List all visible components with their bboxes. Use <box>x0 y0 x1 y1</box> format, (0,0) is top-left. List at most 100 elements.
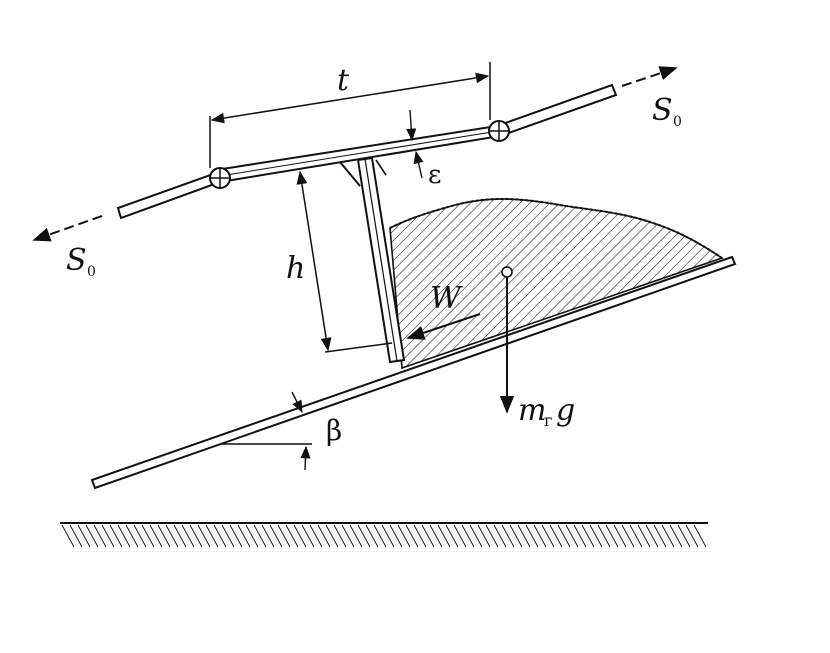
ground-hatch-line <box>477 524 491 548</box>
ground-hatch-line <box>381 524 395 548</box>
label-mg-m: m <box>518 393 546 428</box>
ground-hatch-line <box>341 524 355 548</box>
ground-hatch-line <box>85 524 99 548</box>
ground-hatch-line <box>285 524 299 548</box>
ground-hatch-line <box>365 524 379 548</box>
label-s0-left-sub: 0 <box>87 264 96 280</box>
ground-hatch-line <box>405 524 419 548</box>
resistance-arrow-w <box>406 313 481 340</box>
ground-hatch-line <box>269 524 283 548</box>
ground-hatch-line <box>437 524 451 548</box>
ground-hatch-line <box>485 524 499 548</box>
ground-hatch-line <box>445 524 459 548</box>
tension-arrow-right <box>621 66 678 87</box>
ground-hatch-line <box>109 524 123 548</box>
ground-hatch-line <box>501 524 515 548</box>
ground-hatch-line <box>77 524 91 548</box>
ground-hatch-line <box>229 524 243 548</box>
ground-hatch-line <box>629 524 643 548</box>
ground-hatch-line <box>389 524 403 548</box>
ground-hatch-line <box>173 524 187 548</box>
inclined-trough <box>90 255 737 490</box>
label-s0-left: S <box>66 243 87 278</box>
ground-hatch-line <box>237 524 251 548</box>
ground-hatch-line <box>661 524 675 548</box>
ground-hatch-line <box>93 524 107 548</box>
label-s0-right-sub: 0 <box>673 114 682 130</box>
ground-hatch-line <box>293 524 307 548</box>
label-mg-sub: г <box>544 411 552 430</box>
ground-hatch-line <box>325 524 339 548</box>
ground-hatch-line <box>517 524 531 548</box>
ground-hatch-line <box>461 524 475 548</box>
dimension-h <box>296 170 393 353</box>
ground-hatch-line <box>533 524 547 548</box>
ground-hatch-line <box>205 524 219 548</box>
ground-hatch-line <box>573 524 587 548</box>
ground-hatch-line <box>525 524 539 548</box>
label-h: h <box>286 251 305 286</box>
label-s0-right: S <box>652 93 673 128</box>
ground-hatch-line <box>181 524 195 548</box>
ground-hatch-line <box>429 524 443 548</box>
ground-hatch-line <box>597 524 611 548</box>
ground-hatch-line <box>309 524 323 548</box>
ground-hatch-line <box>189 524 203 548</box>
ground-hatch-line <box>165 524 179 548</box>
gravity-arrow <box>499 266 515 414</box>
ground-hatch-line <box>149 524 163 548</box>
ground-hatch-line <box>605 524 619 548</box>
ground-hatch-line <box>669 524 683 548</box>
ground-hatch-line <box>693 524 707 548</box>
dimension-t <box>209 62 491 168</box>
ground-hatch-line <box>589 524 603 548</box>
ground-hatch-line <box>373 524 387 548</box>
ground-hatch-line <box>613 524 627 548</box>
ground-hatch-line <box>277 524 291 548</box>
ground-hatch-line <box>333 524 347 548</box>
ground-hatch-line <box>213 524 227 548</box>
bulk-material <box>389 197 724 370</box>
label-beta: β <box>326 414 342 447</box>
angle-epsilon-marker <box>406 109 424 179</box>
ground-hatch-line <box>101 524 115 548</box>
ground-hatch-line <box>253 524 267 548</box>
ground-hatch-line <box>197 524 211 548</box>
ground-hatch-line <box>69 524 83 548</box>
ground-hatch-line <box>61 524 75 548</box>
label-w: W <box>430 281 463 316</box>
ground-hatch-line <box>397 524 411 548</box>
ground-hatch-line <box>349 524 363 548</box>
ground-hatch-line <box>509 524 523 548</box>
ground-hatch-line <box>469 524 483 548</box>
ground-hatch-line <box>261 524 275 548</box>
ground-hatch-line <box>493 524 507 548</box>
ground-hatch-line <box>117 524 131 548</box>
ground-hatch-line <box>141 524 155 548</box>
ground-hatch-line <box>565 524 579 548</box>
ground-hatch-line <box>637 524 651 548</box>
ground-hatch-line <box>245 524 259 548</box>
ground-hatch-line <box>125 524 139 548</box>
ground-hatch-line <box>685 524 699 548</box>
ground-hatch-line <box>357 524 371 548</box>
ground-hatch-line <box>221 524 235 548</box>
ground-hatch-line <box>317 524 331 548</box>
ground-hatch-line <box>677 524 691 548</box>
ground-hatch-line <box>581 524 595 548</box>
ground-hatch-line <box>413 524 427 548</box>
ground-hatch-line <box>157 524 171 548</box>
ground-hatch-line <box>541 524 555 548</box>
ground-hatch-line <box>133 524 147 548</box>
label-epsilon: ε <box>428 160 441 190</box>
ground-hatch-line <box>653 524 667 548</box>
tension-arrow-left <box>32 215 103 242</box>
label-mg-g: g <box>556 393 575 428</box>
label-t: t <box>337 63 350 98</box>
angle-beta-marker <box>222 391 312 471</box>
ground-hatch-line <box>453 524 467 548</box>
ground-hatch-line <box>421 524 435 548</box>
ground-hatch-line <box>549 524 563 548</box>
